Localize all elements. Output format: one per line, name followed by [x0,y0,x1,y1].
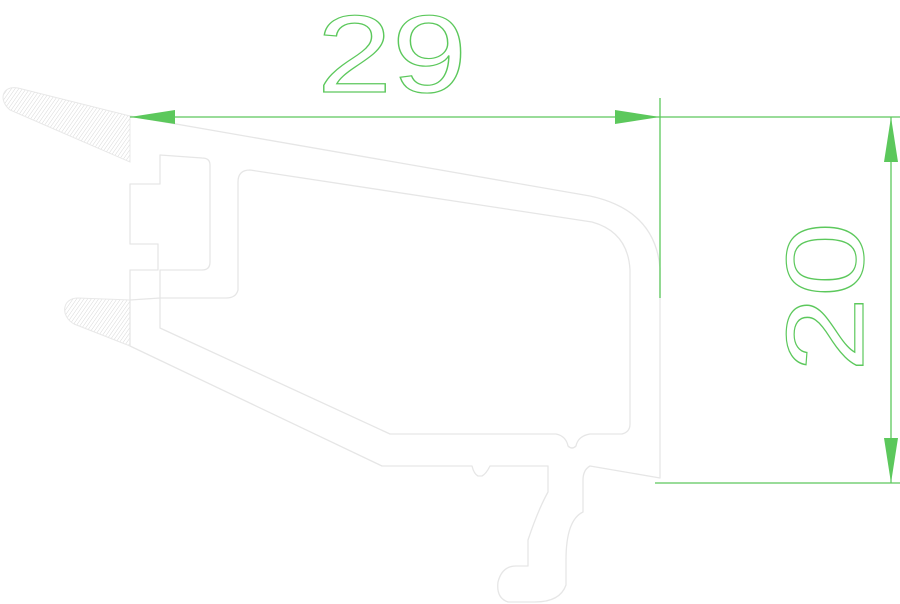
height-dimension: 20 [655,117,900,484]
lower-seal-fin [64,297,131,347]
height-dimension-label: 20 [764,222,887,372]
height-arrow-bottom [884,438,898,483]
profile-outer-outline [129,115,661,603]
width-arrow-right [615,110,660,124]
width-dimension: 29 [130,0,900,298]
width-arrow-left [130,110,175,124]
width-dimension-label: 29 [317,0,467,116]
height-arrow-top [884,117,898,162]
upper-seal-fin [2,87,131,163]
